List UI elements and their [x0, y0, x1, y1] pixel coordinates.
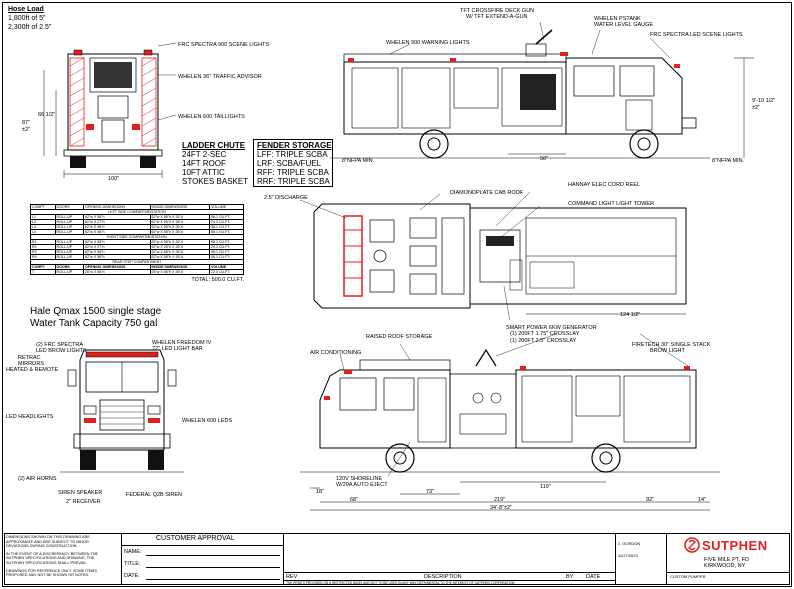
sutphen-logo-icon: [684, 537, 700, 553]
receiver-label: 2" RECEIVER: [66, 499, 101, 505]
airhorns-label: (2) AIR HORNS: [18, 476, 57, 482]
front-view-drawing: [60, 349, 184, 473]
pump-line-1: Hale Qmax 1500 single stage: [30, 306, 162, 317]
headlights-label: LED HEADLIGHTS: [6, 414, 54, 420]
pump-line-2: Water Tank Capacity 750 gal: [30, 318, 158, 329]
customer-line-2: KIRKWOOD, NY: [704, 563, 746, 569]
nfpa-left: 8"NFPA MIN.: [342, 158, 375, 164]
fender-item-1: LFF: TRIPLE SCBA: [257, 150, 328, 159]
dim-14: 14": [698, 497, 707, 503]
rear-dim-width: 100": [108, 176, 120, 182]
by-header: BY: [566, 574, 574, 580]
freedom-label-2: 72" LED LIGHT BAR: [152, 346, 203, 352]
height-dim-tol: ±2": [752, 105, 761, 111]
frc-led-label: FRC SPECTRA LED SCENE LIGHTS: [650, 32, 743, 38]
hose-load-line1: 1,800ft of 5": [8, 15, 46, 22]
date-header: DATE: [586, 574, 601, 580]
warning-lights-label: WHELEN 900 WARNING LIGHTS: [386, 40, 470, 46]
deckgun-label: TFT CROSSFIRE DECK GUN: [460, 8, 535, 14]
hannay-label: HANNAY ELEC CORD REEL: [568, 182, 640, 188]
mirrors-label-2: MIRRORS: [18, 361, 44, 367]
fender-item-3: RFF: TRIPLE SCBA: [257, 168, 329, 177]
title-block: [4, 533, 790, 585]
dim-219: 219": [494, 497, 506, 503]
ladder-chute-block: LADDER CHUTE 24FT 2-SEC 14FT ROOF 10FT A…: [182, 141, 248, 186]
crosslay-1-label: (1) 200FT 1.75" CROSSLAY: [510, 331, 580, 337]
rear-advisor-label: WHELEN 36" TRAFFIC ADVISOR: [178, 74, 262, 80]
firetech-label-2: BROW LIGHT: [650, 348, 685, 354]
title-notes: DIMENSIONS SHOWN ON THIS DRAWING ARE APP…: [6, 535, 99, 578]
nfpa-right: 8"NFPA MIN.: [712, 158, 745, 164]
rear-view-drawing: [43, 42, 177, 178]
fender-title: FENDER STORAGE: [257, 141, 332, 150]
diamondplate-label: DIAMONDPLATE CAB ROOF: [450, 190, 524, 196]
ac-label: AIR CONDITIONING: [310, 350, 362, 356]
hose-load-line2: 2,300ft of 2.5": [8, 24, 52, 31]
ladder-item-4: STOKES BASKET: [182, 177, 249, 186]
fender-item-2: LRF: SCBA/FUEL: [257, 159, 322, 168]
title-label: TITLE:: [124, 561, 141, 567]
mirrors-label-3: HEATED & REMOTE: [6, 367, 59, 373]
side-view-bottom-drawing: [300, 333, 720, 511]
rev-header: REV: [286, 574, 298, 580]
model-label: CUSTOM PUMPER: [670, 574, 706, 579]
height-dim: 9'-10 1/2": [752, 98, 776, 104]
shoreline-label: 120V SHORELINE: [336, 476, 383, 482]
footer-text: THE PRINTS PROVIDED ON A RESTRICTED BASI…: [286, 581, 516, 585]
rear-taillights-label: WHELEN 600 TAILLIGHTS: [178, 114, 245, 120]
mid-dim: 50": [540, 156, 549, 162]
rear-dim-h2: 87": [22, 120, 31, 126]
shoreline-label-2: W/20A AUTO EJECT: [336, 482, 388, 488]
ladder-chute-title: LADDER CHUTE: [182, 141, 246, 150]
dim-overall: 34'-8"±2": [490, 505, 513, 511]
compartment-table: COMPT DOORS OPENING DIMENSIONS INSIDE DI…: [30, 204, 245, 283]
firetech-label: FIRETECH 30" SINGLE STACK: [632, 342, 711, 348]
drawn-by: J. GORDON: [618, 541, 641, 546]
front-frc-label-2: LED BROW LIGHTS: [36, 348, 87, 354]
dim-68: 68": [350, 497, 359, 503]
dim-92: 92": [646, 497, 655, 503]
ladder-item-2: 14FT ROOF: [182, 159, 226, 168]
plan-view-drawing: [300, 191, 687, 320]
ladder-item-3: 10FT ATTIC: [182, 168, 225, 177]
siren-speaker-label: SIREN SPEAKER: [58, 490, 103, 496]
generator-label: SMART POWER 6KW GENERATOR: [506, 325, 597, 331]
mirrors-label: RETRAC: [18, 355, 41, 361]
federal-label: FEDERAL Q2B SIREN: [126, 492, 183, 498]
rear-dim-h1: 66 1/2": [38, 112, 56, 118]
rear-frc-label: FRC SPECTRA 900 SCENE LIGHTS: [178, 42, 270, 48]
compartment-total: TOTAL: 500.0 CU.FT.: [191, 277, 244, 283]
deckgun-label-2: W/ TFT EXTEND-A-GUN: [466, 14, 528, 20]
dim-73: 73": [426, 489, 435, 495]
dim-119: 119": [540, 484, 551, 490]
plan-length-dim: 124 1/2": [620, 312, 641, 318]
fender-storage-block: FENDER STORAGE LFF: TRIPLE SCBA LRF: SCB…: [253, 139, 333, 187]
freedom-label: WHELEN FREEDOM IV: [152, 340, 212, 346]
brand-name: SUTPHEN: [702, 538, 768, 553]
description-header: DESCRIPTION: [424, 574, 462, 580]
pstank-label-2: WATER LEVEL GAUGE: [594, 22, 654, 28]
rear-dim-h2-tol: ±2": [22, 127, 31, 133]
crosslay-2-label: (1) 200FT 2.5" CROSSLAY: [510, 338, 577, 344]
dim-18: 18": [316, 489, 325, 495]
name-label: NAME:: [124, 549, 142, 555]
raised-roof-label: RAISED ROOF STORAGE: [366, 334, 433, 340]
side-view-top-drawing: [330, 21, 754, 159]
pstank-label: WHELEN PSTANK: [594, 16, 641, 22]
leds600-label: WHELEN 600 LEDS: [182, 418, 233, 424]
ladder-item-1: 24FT 2-SEC: [182, 150, 227, 159]
fender-item-4: RRF: TRIPLE SCBA: [257, 177, 330, 186]
drawn-date: 11/27/2023: [618, 553, 638, 558]
customer-line-1: FIVE MILE PT, FD: [704, 557, 749, 563]
discharge-label: 2.5" DISCHARGE: [264, 195, 308, 201]
customer-approval: CUSTOMER APPROVAL: [156, 535, 235, 542]
hose-load-title: Hose Load: [8, 6, 44, 13]
front-frc-label: (2) FRC SPECTRA: [36, 342, 84, 348]
date-label: DATE:: [124, 573, 140, 579]
tower-label: COMMAND LIGHT LIGHT TOWER: [568, 201, 655, 207]
